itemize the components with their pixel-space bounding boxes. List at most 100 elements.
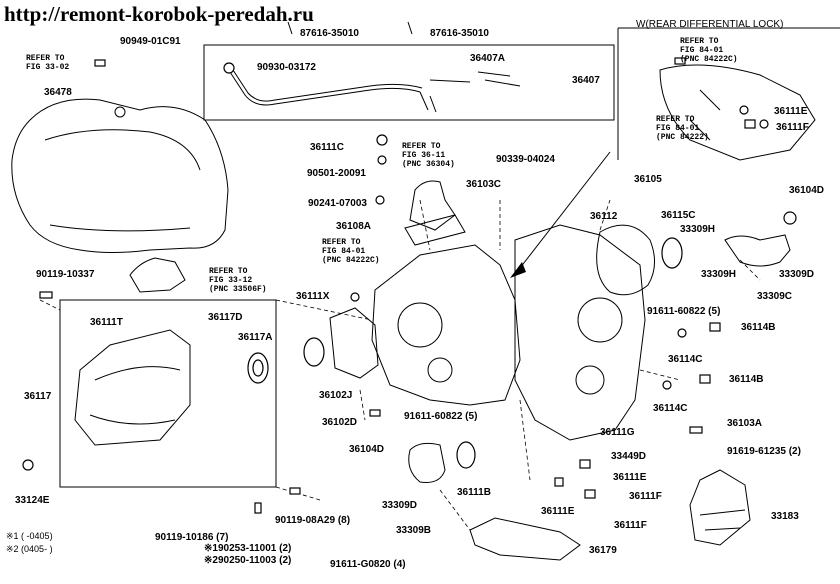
refer-line-2: FIG 84-01 [656, 124, 700, 133]
front-cover-36102 [329, 307, 379, 379]
part-label-90949-01c91[interactable]: 90949-01C91 [120, 36, 181, 47]
refer-fig-84-01-pnc-84222c-inset[interactable]: REFER TO FIG 84-01 (PNC 84222C) [680, 37, 738, 64]
bell-housing-outline [11, 98, 229, 253]
cap-33506f [129, 257, 186, 293]
refer-line-2: FIG 33-12 [209, 276, 253, 285]
transfer-case-bore-2 [427, 357, 453, 383]
transfer-case-bore [397, 302, 443, 348]
part-label-36114c-a[interactable]: 36114C [668, 354, 703, 365]
part-label-36102d[interactable]: 36102D [322, 417, 358, 428]
refer-line-2: FIG 84-01 [680, 46, 724, 55]
part-label-36111e-a[interactable]: 36111E [613, 472, 647, 483]
refer-line-1: REFER TO [26, 54, 65, 63]
part-label-87616-35010-b[interactable]: 87616-35010 [430, 28, 489, 39]
part-label-90253-11001[interactable]: ※190253-11001 (2) [204, 543, 292, 554]
part-label-33183[interactable]: 33183 [771, 511, 799, 522]
refer-line-1: REFER TO [322, 238, 361, 247]
oil-seal-36111b [456, 441, 476, 469]
refer-fig-36-11[interactable]: REFER TO FIG 36-11 (PNC 36304) [402, 142, 455, 169]
part-label-33309h-a[interactable]: 33309H [680, 224, 716, 235]
part-label-33309c[interactable]: 33309C [757, 291, 793, 302]
part-label-33309d-bottom[interactable]: 33309D [382, 500, 418, 511]
refer-fig-33-02[interactable]: REFER TO FIG 33-02 [26, 54, 69, 72]
site-url: http://remont-korobok-peredah.ru [4, 2, 314, 26]
part-label-36111x[interactable]: 36111X [296, 291, 330, 302]
part-label-36114b-a[interactable]: 36114B [741, 322, 776, 333]
part-label-36111f-inset[interactable]: 36111F [776, 122, 809, 133]
rear-case-bore [577, 297, 623, 343]
part-label-36105[interactable]: 36105 [634, 174, 662, 185]
hose-clamps [419, 71, 521, 113]
part-label-36115c[interactable]: 36115C [661, 210, 696, 221]
flange-33309b [408, 442, 446, 483]
part-label-36114c-b[interactable]: 36114C [653, 403, 688, 414]
adapter-group-frame [59, 299, 277, 488]
part-label-33449d[interactable]: 33449D [611, 451, 647, 462]
part-label-36111f-a[interactable]: 36111F [629, 491, 662, 502]
part-label-36111f-b[interactable]: 36111F [614, 520, 647, 531]
part-label-90119-10186[interactable]: 90119-10186 (7) [155, 532, 229, 543]
part-label-90930-03172[interactable]: 90930-03172 [257, 62, 316, 73]
part-label-87616-35010-a[interactable]: 87616-35010 [300, 28, 359, 39]
breather-plug [223, 62, 235, 74]
part-label-36108a[interactable]: 36108A [336, 221, 372, 232]
refer-line-1: REFER TO [680, 37, 719, 46]
transfer-case-front [371, 244, 521, 406]
part-label-36111t[interactable]: 36111T [90, 317, 123, 328]
part-label-90241-07003[interactable]: 90241-07003 [308, 198, 367, 209]
refer-line-2: FIG 36-11 [402, 151, 446, 160]
part-label-90119-08a29[interactable]: 90119-08A29 (8) [275, 515, 351, 526]
part-label-91611-60822-a[interactable]: 91611-60822 (5) [647, 306, 721, 317]
leader-lines [39, 199, 761, 531]
refer-fig-84-01-pnc-84222-inset[interactable]: REFER TO FIG 84-01 (PNC 84222) [656, 115, 709, 142]
part-label-33309h-b[interactable]: 33309H [701, 269, 737, 280]
part-label-36117d[interactable]: 36117D [208, 312, 243, 323]
part-label-90119-10337[interactable]: 90119-10337 [36, 269, 95, 280]
part-label-33309b[interactable]: 33309B [396, 525, 432, 536]
part-label-36114b-b[interactable]: 36114B [729, 374, 764, 385]
part-label-36111g[interactable]: 36111G [600, 427, 635, 438]
part-label-36478[interactable]: 36478 [44, 87, 72, 98]
part-label-36111b[interactable]: 36111B [457, 487, 491, 498]
part-label-36179[interactable]: 36179 [589, 545, 617, 556]
bell-housing-detail [44, 129, 201, 232]
part-label-91619-61235[interactable]: 91619-61235 (2) [727, 446, 801, 457]
part-label-36102j[interactable]: 36102J [319, 390, 353, 401]
part-label-91611-60822-b[interactable]: 91611-60822 (5) [404, 411, 478, 422]
part-label-36407[interactable]: 36407 [572, 75, 600, 86]
part-label-36112[interactable]: 36112 [590, 211, 618, 222]
bracket-36179 [469, 517, 581, 561]
part-label-36117a[interactable]: 36117A [238, 332, 273, 343]
part-label-36111e-b[interactable]: 36111E [541, 506, 575, 517]
refer-fig-84-01-pnc-84222c[interactable]: REFER TO FIG 84-01 (PNC 84222C) [322, 238, 380, 265]
part-label-36104d-bottom[interactable]: 36104D [349, 444, 385, 455]
part-label-36407a[interactable]: 36407A [470, 53, 506, 64]
refer-fig-33-12[interactable]: REFER TO FIG 33-12 (PNC 33506F) [209, 267, 267, 294]
inset-arrow-line [519, 151, 611, 269]
part-label-36104d-right[interactable]: 36104D [789, 185, 825, 196]
part-label-36111c[interactable]: 36111C [310, 142, 344, 153]
hose-group-frame [203, 44, 615, 121]
part-label-90339-04024[interactable]: 90339-04024 [496, 154, 555, 165]
inset-title: W(REAR DIFFERENTIAL LOCK) [636, 19, 784, 30]
inset-housing-sketch [659, 64, 816, 161]
part-label-33124e[interactable]: 33124E [15, 495, 50, 506]
part-label-91611-g0820[interactable]: 91611-G0820 (4) [330, 559, 406, 570]
part-label-33309d-right[interactable]: 33309D [779, 269, 815, 280]
part-label-36111e-inset[interactable]: 36111E [774, 106, 808, 117]
part-label-36103c[interactable]: 36103C [466, 179, 502, 190]
cover-36108a [409, 180, 456, 231]
inset-arrow-head [510, 262, 526, 278]
part-label-36117[interactable]: 36117 [24, 391, 52, 402]
part-label-90250-11003[interactable]: ※290250-11003 (2) [204, 555, 292, 566]
hose-clips [287, 21, 413, 35]
part-label-90501-20091[interactable]: 90501-20091 [307, 168, 366, 179]
oil-seal-36117a-inner [252, 359, 264, 377]
fastener-markers [22, 57, 797, 514]
bell-housing-bolt [114, 106, 126, 118]
mount-33183 [689, 469, 751, 546]
part-label-36103a[interactable]: 36103A [727, 418, 763, 429]
refer-line-3: (PNC 33506F) [209, 285, 267, 294]
